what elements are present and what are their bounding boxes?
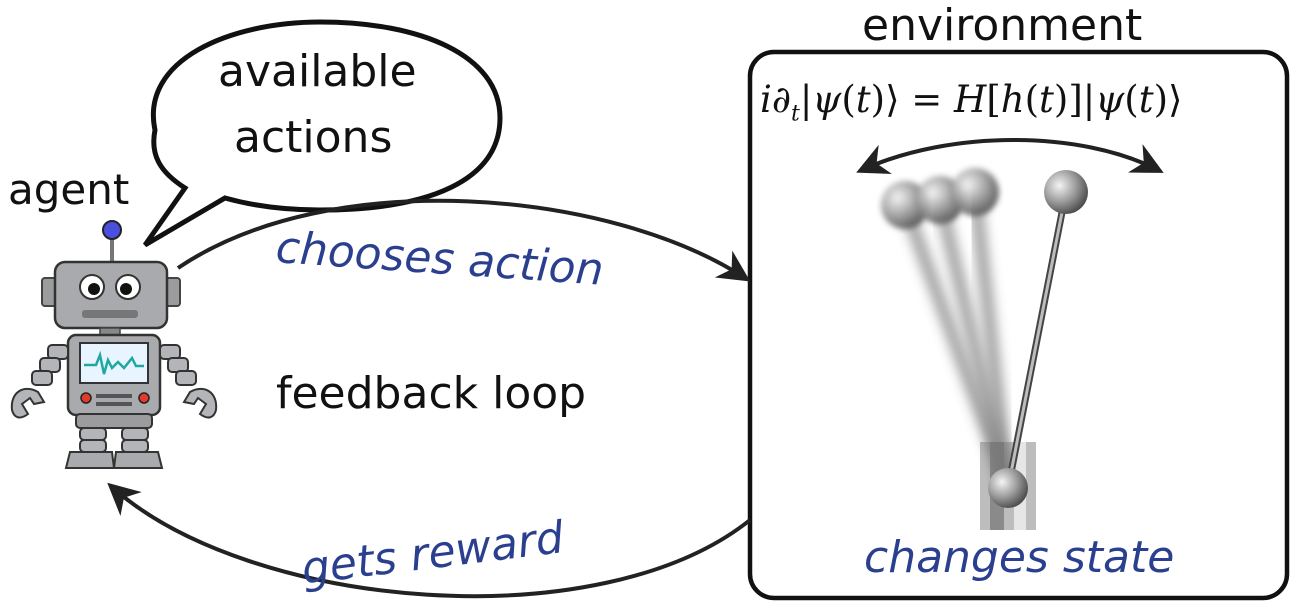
environment-box bbox=[747, 49, 1290, 601]
robot-screen bbox=[79, 342, 149, 384]
swing-double-arrow bbox=[856, 138, 1164, 174]
pendulum bbox=[988, 170, 1088, 508]
gets-reward-arrow bbox=[107, 482, 752, 599]
blurred-pendulums bbox=[881, 168, 1014, 491]
chooses-action-arrow bbox=[176, 198, 751, 282]
schrodinger-equation: i∂t|ψ(t)⟩ = H[h(t)]|ψ(t)⟩ bbox=[760, 78, 1183, 127]
speech-bubble bbox=[142, 19, 503, 248]
antenna-bulb bbox=[102, 220, 122, 240]
changes-state-label: changes state bbox=[864, 532, 1175, 583]
environment-label: environment bbox=[862, 0, 1143, 51]
agent-label: agent bbox=[8, 165, 130, 214]
robot-agent bbox=[10, 220, 218, 469]
bubble-text-line1: available bbox=[218, 46, 417, 97]
feedback-loop-label: feedback loop bbox=[276, 368, 587, 419]
bubble-text-line2: actions bbox=[234, 112, 393, 163]
